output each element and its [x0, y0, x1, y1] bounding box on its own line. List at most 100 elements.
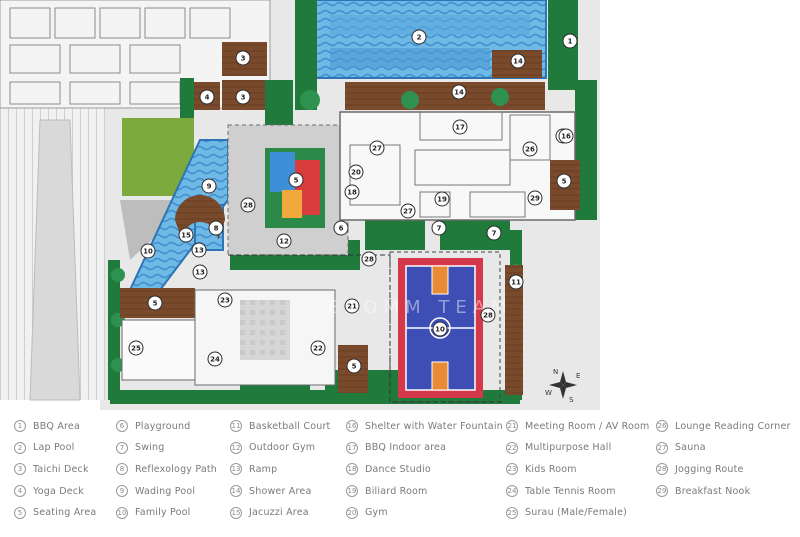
legend-number: 28 — [656, 463, 668, 476]
map-marker[interactable]: 17 — [452, 119, 468, 135]
map-marker[interactable]: 28 — [240, 197, 256, 213]
legend-number: 2 — [14, 441, 26, 454]
map-marker-circle — [199, 89, 215, 105]
map-marker-label: 19 — [437, 196, 447, 204]
map-marker-circle — [140, 243, 156, 259]
map-marker[interactable]: 29 — [527, 190, 543, 206]
map-marker-label: 10 — [143, 248, 153, 256]
map-marker[interactable]: 10 — [432, 321, 448, 337]
legend-label: Lounge Reading Corner — [675, 420, 791, 432]
map-marker[interactable]: 6 — [333, 220, 349, 236]
legend-number: 22 — [506, 441, 518, 454]
map-marker-label: 7 — [437, 225, 442, 233]
legend-label: Multipurpose Hall — [525, 442, 612, 454]
map-marker-label: 22 — [313, 345, 323, 353]
legend-label: Playground — [135, 420, 191, 432]
map-marker[interactable]: 16 — [558, 128, 574, 144]
map-marker[interactable]: 1 — [562, 33, 578, 49]
map-marker[interactable]: 14 — [451, 84, 467, 100]
map-marker[interactable]: 3 — [235, 50, 251, 66]
map-marker-circle — [344, 298, 360, 314]
map-marker[interactable]: 28 — [361, 251, 377, 267]
map-marker-label: 14 — [513, 58, 523, 66]
map-marker-label: 7 — [492, 230, 497, 238]
legend-label: BBQ Area — [33, 420, 80, 432]
map-marker[interactable]: 5 — [147, 295, 163, 311]
map-marker-label: 1 — [568, 38, 573, 46]
map-marker[interactable]: 10 — [140, 243, 156, 259]
legend-number: 27 — [656, 441, 668, 454]
map-marker[interactable]: 5 — [288, 172, 304, 188]
map-markers: 1233455555677891010111213131414151617181… — [128, 29, 578, 374]
map-marker[interactable]: 14 — [510, 53, 526, 69]
map-marker[interactable]: 12 — [276, 233, 292, 249]
map-marker[interactable]: 26 — [522, 141, 538, 157]
legend-label: Shelter with Water Fountain — [365, 420, 503, 432]
map-marker[interactable]: 28 — [480, 307, 496, 323]
map-marker[interactable]: 5 — [346, 358, 362, 374]
map-marker[interactable]: 13 — [191, 242, 207, 258]
legend-item: 16 Shelter with Water Fountain — [346, 418, 503, 434]
map-marker[interactable]: 13 — [192, 264, 208, 280]
legend-number: 1 — [14, 420, 26, 432]
map-marker[interactable]: 20 — [348, 164, 364, 180]
legend-number: 16 — [346, 420, 358, 432]
map-marker[interactable]: 18 — [344, 184, 360, 200]
map-marker-circle — [201, 178, 217, 194]
map-marker-label: 5 — [153, 300, 158, 308]
map-marker-circle — [147, 295, 163, 311]
legend-label: Jacuzzi Area — [249, 507, 309, 519]
map-marker[interactable]: 3 — [235, 89, 251, 105]
map-marker-label: 3 — [241, 55, 246, 63]
outdoor-gym — [505, 265, 523, 395]
map-marker[interactable]: 27 — [369, 140, 385, 156]
legend-label: Jogging Route — [675, 463, 744, 475]
legend-number: 24 — [506, 485, 518, 498]
map-marker[interactable]: 2 — [411, 29, 427, 45]
legend-number: 17 — [346, 441, 358, 454]
map-marker[interactable]: 21 — [344, 298, 360, 314]
site-plan-map: ECOMM TEAM N E S W 123345555567789101011… — [0, 0, 600, 410]
map-marker[interactable]: 25 — [128, 340, 144, 356]
legend-item: 5 Seating Area — [14, 505, 96, 521]
map-marker[interactable]: 5 — [556, 173, 572, 189]
map-marker[interactable]: 9 — [201, 178, 217, 194]
legend-label: Biliard Room — [365, 485, 428, 497]
map-marker[interactable]: 23 — [217, 292, 233, 308]
map-marker-circle — [510, 53, 526, 69]
map-marker[interactable]: 27 — [400, 203, 416, 219]
legend-label: Table Tennis Room — [525, 485, 616, 497]
map-marker-circle — [192, 264, 208, 280]
map-marker-circle — [344, 184, 360, 200]
map-marker[interactable]: 24 — [207, 351, 223, 367]
map-marker[interactable]: 22 — [310, 340, 326, 356]
map-marker[interactable]: 19 — [434, 191, 450, 207]
legend-number: 5 — [14, 506, 26, 519]
legend-number: 21 — [506, 420, 518, 432]
watermark: ECOMM TEAM — [327, 297, 512, 318]
map-marker-label: 28 — [364, 256, 374, 264]
legend-label: Seating Area — [33, 507, 97, 519]
map-marker[interactable]: 7 — [431, 220, 447, 236]
map-marker[interactable]: 7 — [486, 225, 502, 241]
map-marker-circle — [348, 164, 364, 180]
map-marker[interactable]: 11 — [508, 274, 524, 290]
map-marker-label: 5 — [352, 363, 357, 371]
map-marker[interactable]: 8 — [208, 220, 224, 236]
map-marker-label: 8 — [214, 225, 219, 233]
map-marker-circle — [451, 84, 467, 100]
map-marker-circle — [207, 351, 223, 367]
map-marker[interactable]: 15 — [178, 227, 194, 243]
map-marker-circle — [522, 141, 538, 157]
map-marker-circle — [556, 173, 572, 189]
map-marker-label: 5 — [562, 178, 567, 186]
map-marker[interactable]: 4 — [199, 89, 215, 105]
